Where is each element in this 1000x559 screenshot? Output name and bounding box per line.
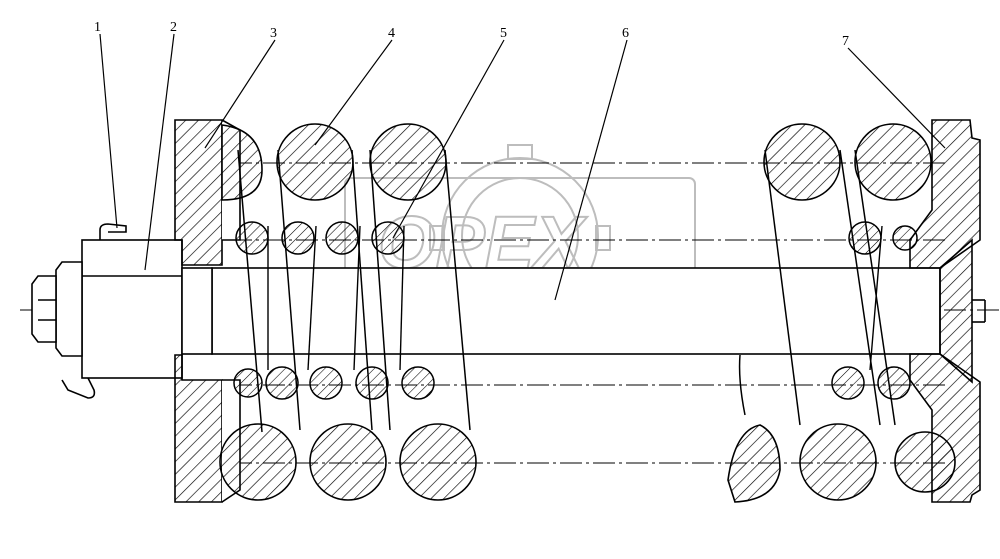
callout-5: 5 <box>500 26 507 41</box>
outer-spring-coils <box>219 123 956 503</box>
callout-6: 6 <box>622 26 629 41</box>
callout-1: 1 <box>94 20 101 35</box>
callout-4: 4 <box>388 26 395 41</box>
callouts: 1 2 3 4 5 6 7 <box>94 20 849 49</box>
bolt-end <box>31 261 83 357</box>
inner-spring-wires <box>267 225 883 371</box>
right-retainer-plate <box>909 119 981 503</box>
leader-lines <box>99 33 946 301</box>
callout-7: 7 <box>842 34 849 49</box>
cotter-pin <box>61 223 127 399</box>
callout-2: 2 <box>170 20 177 35</box>
shaft <box>211 238 986 384</box>
callout-3: 3 <box>270 26 277 41</box>
inner-spring-coils <box>233 221 918 400</box>
